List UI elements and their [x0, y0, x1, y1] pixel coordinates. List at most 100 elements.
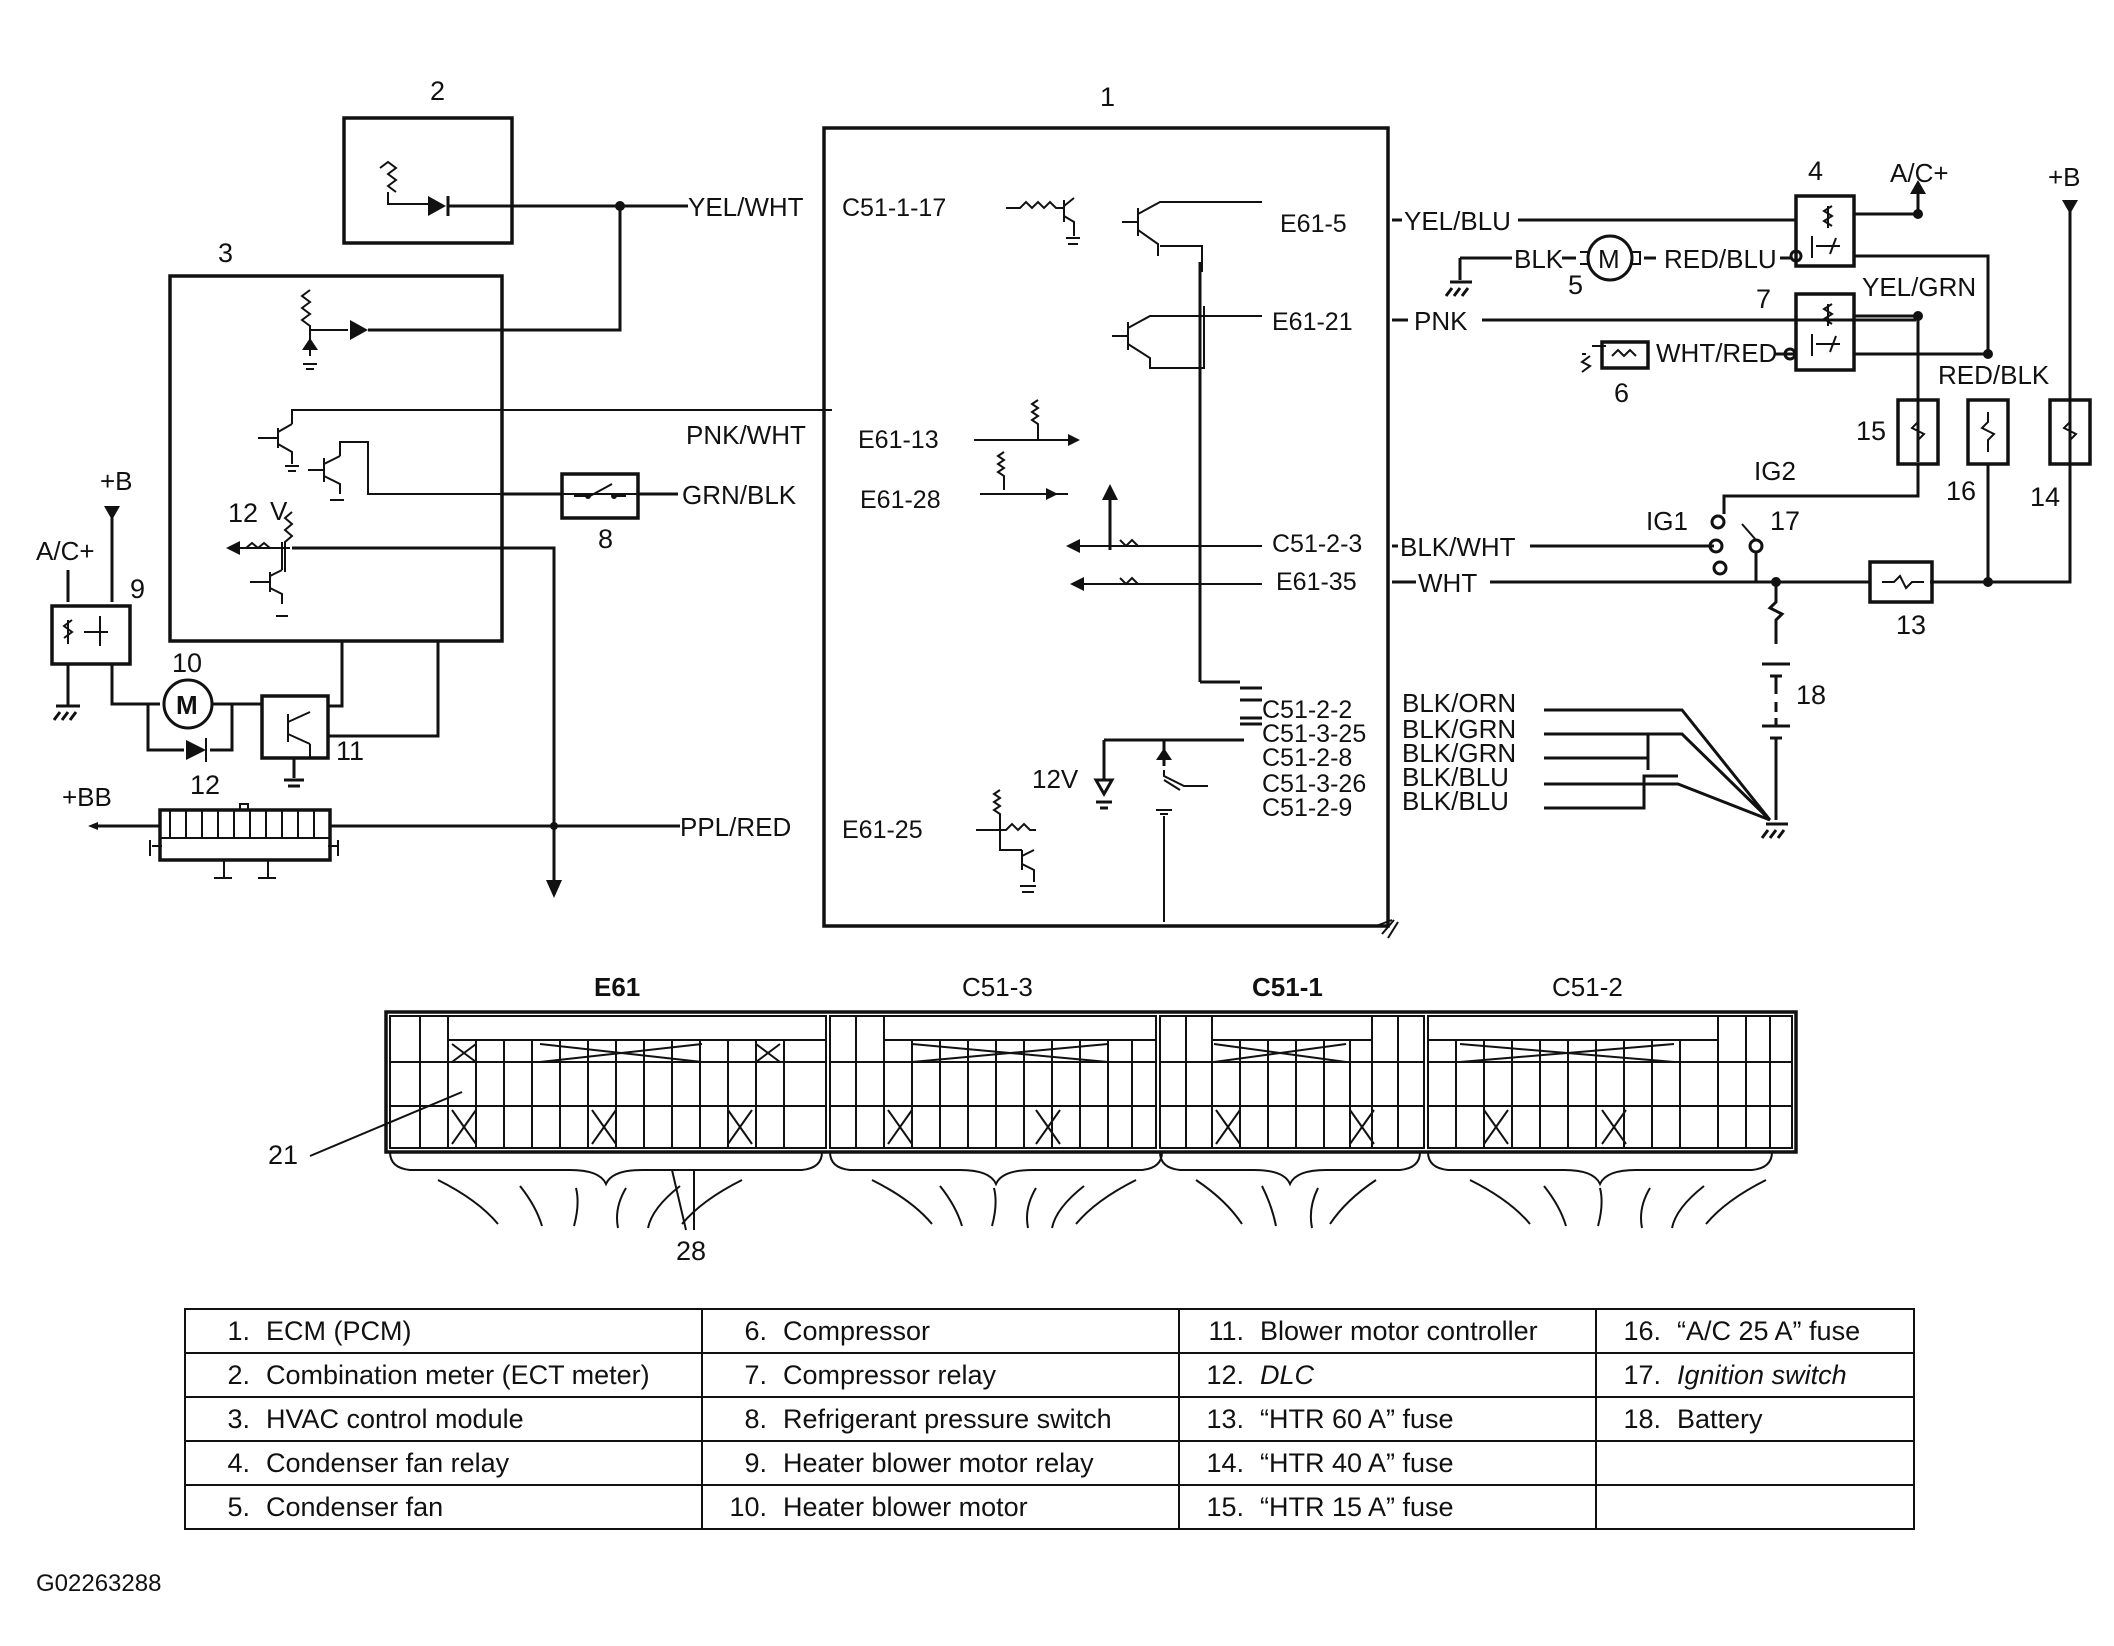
condenser-fan-relay	[1794, 194, 1856, 268]
pin-c51-3-26: C51-3-26	[1262, 770, 1366, 798]
label-3: 3	[218, 238, 233, 268]
label-8: 8	[598, 524, 613, 554]
wire-grn-blk: GRN/BLK	[682, 480, 797, 510]
legend-text: “HTR 60 A” fuse	[1260, 1403, 1454, 1434]
legend-cell: 8.Refrigerant pressure switch	[701, 1396, 1180, 1442]
conn-c51-2: C51-2	[1552, 972, 1623, 1002]
pin-c51-2-3: C51-2-3	[1272, 530, 1362, 558]
legend-row: 2.Combination meter (ECT meter)7.Compres…	[184, 1352, 1915, 1398]
legend-text: Ignition switch	[1677, 1359, 1847, 1390]
conn-c51-3: C51-3	[962, 972, 1033, 1002]
pin-e61-35: E61-35	[1276, 568, 1357, 596]
legend-cell: 5. Condenser fan	[184, 1484, 703, 1530]
wire-blk-grn-1: BLK/GRN	[1402, 714, 1516, 744]
wire-blk-blu-1: BLK/BLU	[1402, 762, 1509, 792]
legend-cell: 7.Compressor relay	[701, 1352, 1180, 1398]
legend-cell: 18. Battery	[1595, 1396, 1915, 1442]
pin-e61-21: E61-21	[1272, 308, 1353, 336]
label-5: 5	[1568, 270, 1583, 300]
label-7: 7	[1756, 284, 1771, 314]
wire-red-blk: RED/BLK	[1938, 360, 2050, 390]
legend-cell: 10.Heater blower motor	[701, 1484, 1180, 1530]
m5-label: M	[1598, 244, 1620, 274]
legend-cell: 11. Blower motor controller	[1178, 1308, 1597, 1354]
legend-number: 16.	[1623, 1315, 1661, 1346]
legend-number: 6.	[744, 1315, 767, 1346]
legend-cell: 3.HVAC control module	[184, 1396, 703, 1442]
legend-text: ECM (PCM)	[266, 1315, 412, 1346]
legend-cell: 9. Heater blower motor relay	[701, 1440, 1180, 1486]
conn-e61: E61	[594, 972, 640, 1002]
legend-cell: 6. Compressor	[701, 1308, 1180, 1354]
legend-number: 8.	[744, 1403, 767, 1434]
label-18: 18	[1796, 680, 1826, 710]
wire-blk-wht: BLK/WHT	[1400, 532, 1516, 562]
label-13: 13	[1896, 610, 1926, 640]
blower-motor-controller	[260, 694, 330, 760]
legend-number: 9.	[744, 1447, 767, 1478]
label-10: 10	[172, 648, 202, 678]
legend-number: 17.	[1623, 1359, 1661, 1390]
pin-c51-1-17: C51-1-17	[842, 194, 946, 222]
legend-cell: 17. Ignition switch	[1595, 1352, 1915, 1398]
legend-text: Compressor relay	[783, 1359, 997, 1390]
legend-number: 3.	[227, 1403, 250, 1434]
label-11: 11	[336, 736, 364, 766]
legend-text: “HTR 15 A” fuse	[1260, 1491, 1454, 1522]
pin-e61-28: E61-28	[860, 486, 941, 514]
wire-red-blu: RED/BLU	[1664, 244, 1777, 274]
label-1: 1	[1100, 82, 1115, 112]
legend-text: “HTR 40 A” fuse	[1260, 1447, 1454, 1478]
refrigerant-pressure-switch	[560, 472, 640, 520]
pin-c51-2-2: C51-2-2	[1262, 696, 1352, 724]
label-2: 2	[430, 76, 445, 106]
wire-blk-blu-2: BLK/BLU	[1402, 786, 1509, 816]
pin-c51-2-9: C51-2-9	[1262, 794, 1352, 822]
v12-label: 12V	[1032, 764, 1079, 794]
label-12b: 12	[190, 770, 220, 800]
label-21: 21	[268, 1140, 298, 1170]
legend-text: Condenser fan relay	[266, 1447, 510, 1478]
wire-blk-orn: BLK/ORN	[1402, 688, 1516, 718]
legend-number: 10.	[729, 1491, 767, 1522]
legend-text: Condenser fan	[266, 1491, 444, 1522]
label-16: 16	[1946, 476, 1976, 506]
legend-cell	[1595, 1440, 1915, 1486]
label-12a: 12	[228, 498, 258, 528]
legend-number: 11.	[1208, 1315, 1244, 1346]
compressor	[1600, 340, 1650, 370]
v-label: V	[270, 496, 288, 526]
combination-meter	[342, 116, 688, 245]
legend-number: 13.	[1206, 1403, 1244, 1434]
legend-cell: 16.“A/C 25 A” fuse	[1595, 1308, 1915, 1354]
label-28: 28	[676, 1236, 706, 1266]
legend-number: 5.	[227, 1491, 250, 1522]
legend-text: Battery	[1677, 1403, 1763, 1434]
plus-bb: +BB	[62, 782, 112, 812]
m10-label: M	[176, 690, 198, 720]
legend-text: Blower motor controller	[1260, 1315, 1538, 1346]
legend-number: 14.	[1206, 1447, 1244, 1478]
blower-relay	[50, 604, 132, 666]
ignition-switch	[1710, 514, 1726, 530]
conn-c51-1: C51-1	[1252, 972, 1323, 1002]
pin-e61-13: E61-13	[858, 426, 939, 454]
legend-number: 18.	[1623, 1403, 1661, 1434]
wire-wht: WHT	[1418, 568, 1477, 598]
label-6: 6	[1614, 378, 1629, 408]
wire-yel-blu: YEL/BLU	[1404, 206, 1511, 236]
label-17: 17	[1770, 506, 1800, 536]
compressor-relay	[1794, 292, 1856, 372]
legend-text: Compressor	[783, 1315, 931, 1346]
pin-c51-3-25: C51-3-25	[1262, 720, 1366, 748]
label-9: 9	[130, 574, 145, 604]
pin-e61-5: E61-5	[1280, 210, 1347, 238]
plus-b-right: +B	[2048, 162, 2081, 192]
wire-wht-red: WHT/RED	[1656, 338, 1777, 368]
ecm	[822, 126, 1390, 928]
legend-cell	[1595, 1484, 1915, 1530]
legend-text: Heater blower motor relay	[783, 1447, 1094, 1478]
ecm-connector-face	[309, 1010, 1798, 1231]
